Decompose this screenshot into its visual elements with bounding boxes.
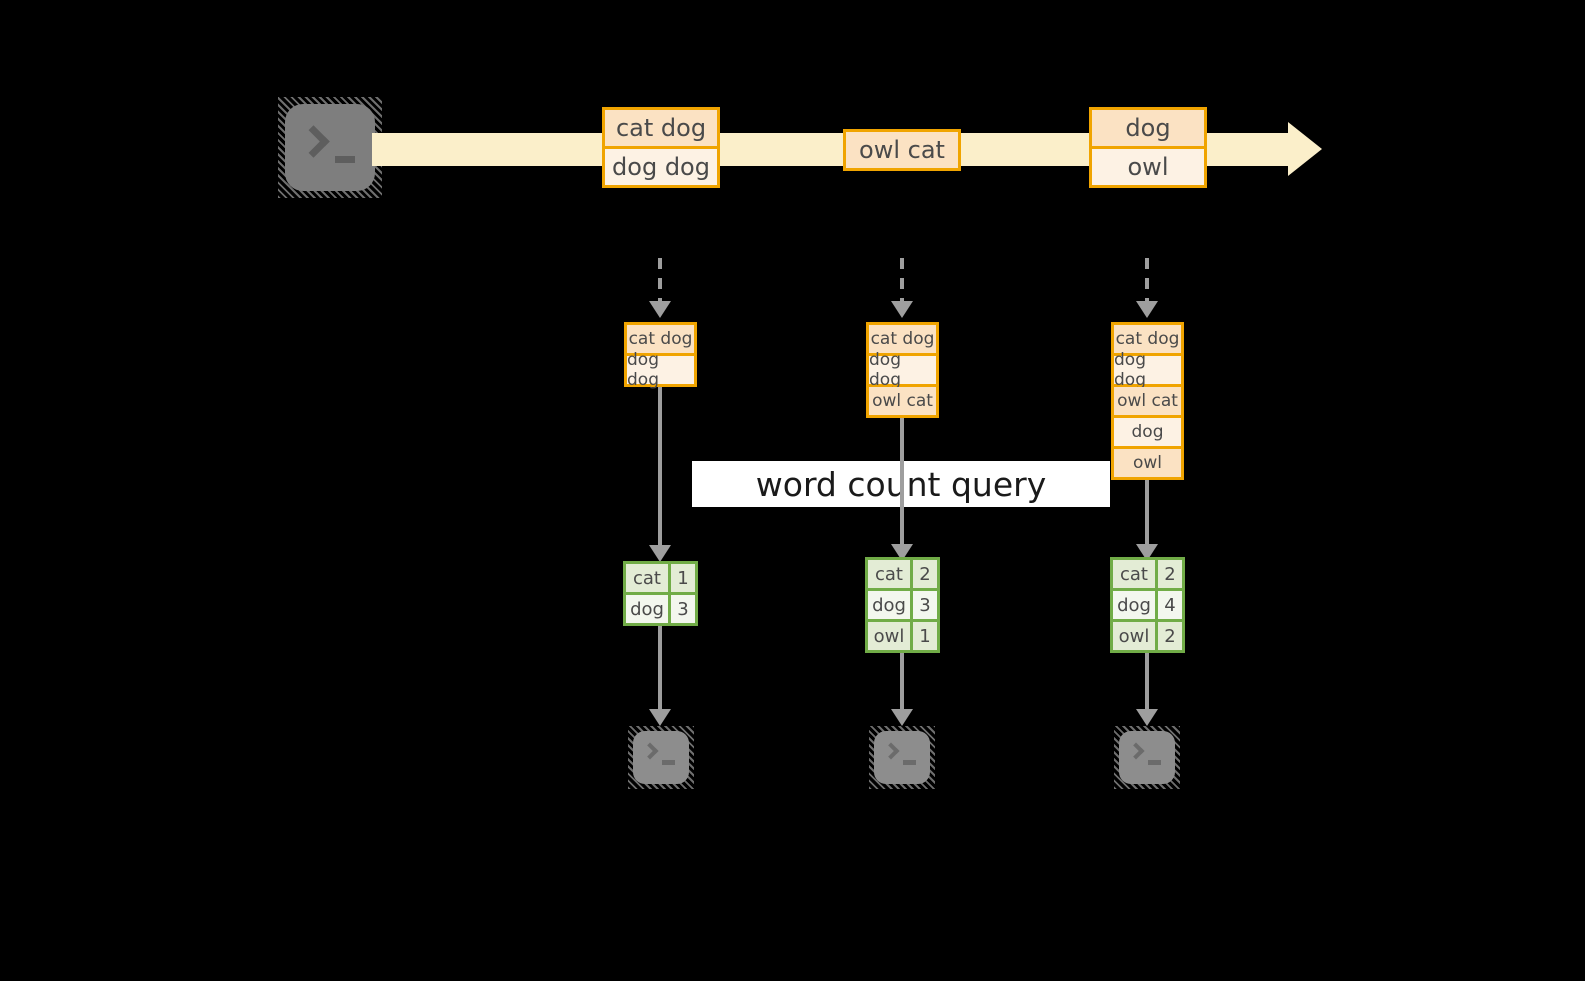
count-cell: 3 <box>671 595 695 623</box>
ingest-arrow-3 <box>1145 258 1149 302</box>
query-arrowhead-3 <box>1136 544 1158 561</box>
stream-event-batch-3: dog owl <box>1089 107 1207 188</box>
state-box-3: cat dog dog dog owl cat dog owl <box>1111 322 1184 480</box>
prompt-chevron-icon <box>641 742 659 760</box>
word-cell: dog <box>868 591 910 619</box>
count-cell: 2 <box>1158 560 1182 588</box>
stream-event-line: dog dog <box>605 149 717 185</box>
word-cell: owl <box>1113 622 1155 650</box>
word-cell: dog <box>626 595 668 623</box>
query-arrow-2 <box>900 417 904 545</box>
state-box-1: cat dog dog dog <box>624 322 697 390</box>
stream-event-line: cat dog <box>605 110 717 146</box>
stream-event-batch-2: owl cat <box>843 129 961 171</box>
ingest-arrowhead-1 <box>649 301 671 318</box>
prompt-cursor-icon <box>1148 760 1161 765</box>
state-line: cat dog <box>1114 325 1181 353</box>
prompt-cursor-icon <box>903 760 916 765</box>
terminal-icon-body <box>633 731 689 784</box>
state-line: owl cat <box>1114 387 1181 415</box>
query-arrow-1 <box>658 386 662 546</box>
output-arrowhead-3 <box>1136 709 1158 726</box>
output-arrow-3 <box>1145 653 1149 710</box>
stream-event-line: owl <box>1092 149 1204 185</box>
word-cell: cat <box>626 564 668 592</box>
count-table-1: cat 1 dog 3 <box>623 561 698 626</box>
prompt-chevron-icon <box>1127 742 1145 760</box>
state-box-2: cat dog dog dog owl cat <box>866 322 939 418</box>
stream-event-line: owl cat <box>846 132 958 168</box>
terminal-icon-body <box>874 731 930 784</box>
count-cell: 2 <box>913 560 937 588</box>
state-line: owl <box>1114 449 1181 477</box>
count-table-2: cat 2 dog 3 owl 1 <box>865 557 940 653</box>
state-line: owl cat <box>869 387 936 415</box>
count-cell: 4 <box>1158 591 1182 619</box>
output-arrow-2 <box>900 653 904 710</box>
query-arrowhead-2 <box>891 544 913 561</box>
count-table-3: cat 2 dog 4 owl 2 <box>1110 557 1185 653</box>
stream-event-batch-1: cat dog dog dog <box>602 107 720 188</box>
prompt-cursor-icon <box>335 156 355 163</box>
count-cell: 1 <box>913 622 937 650</box>
state-line: dog dog <box>627 350 694 390</box>
ingest-arrow-2 <box>900 258 904 302</box>
count-cell: 1 <box>671 564 695 592</box>
terminal-icon-body <box>285 104 375 191</box>
state-line: cat dog <box>627 325 694 353</box>
state-line: dog dog <box>1114 350 1181 390</box>
count-cell: 3 <box>913 591 937 619</box>
prompt-cursor-icon <box>662 760 675 765</box>
state-line: dog dog <box>869 350 936 390</box>
query-arrow-3 <box>1145 479 1149 545</box>
terminal-output-icon-1 <box>628 726 694 789</box>
prompt-chevron-icon <box>882 742 900 760</box>
state-line: cat dog <box>869 325 936 353</box>
prompt-chevron-icon <box>297 125 330 158</box>
terminal-output-icon-2 <box>869 726 935 789</box>
ingest-arrow-1 <box>658 258 662 302</box>
word-cell: cat <box>868 560 910 588</box>
ingest-arrowhead-2 <box>891 301 913 318</box>
ingest-arrowhead-3 <box>1136 301 1158 318</box>
terminal-source-icon <box>278 97 382 198</box>
word-cell: cat <box>1113 560 1155 588</box>
terminal-icon-body <box>1119 731 1175 784</box>
stream-arrowhead-icon <box>1288 122 1322 176</box>
word-cell: dog <box>1113 591 1155 619</box>
word-cell: owl <box>868 622 910 650</box>
count-cell: 2 <box>1158 622 1182 650</box>
query-arrowhead-1 <box>649 545 671 562</box>
output-arrowhead-2 <box>891 709 913 726</box>
terminal-output-icon-3 <box>1114 726 1180 789</box>
output-arrow-1 <box>658 626 662 710</box>
state-line: dog <box>1114 418 1181 446</box>
stream-event-line: dog <box>1092 110 1204 146</box>
output-arrowhead-1 <box>649 709 671 726</box>
